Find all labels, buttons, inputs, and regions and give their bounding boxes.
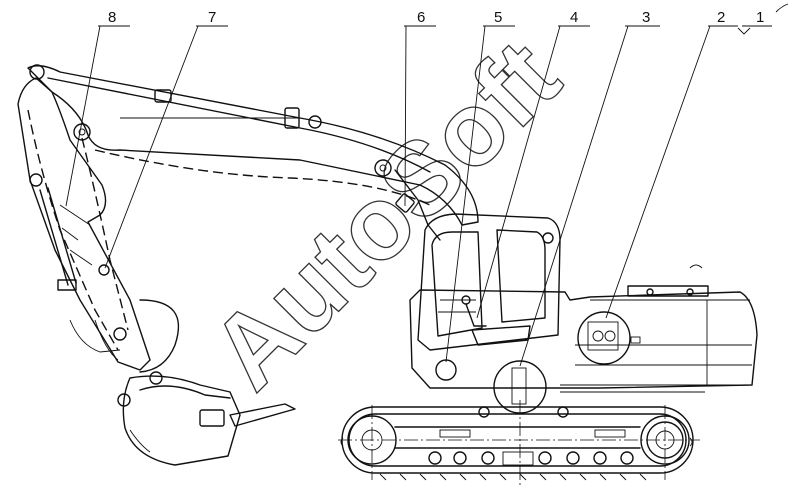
callout-8: 8 [108,9,116,26]
undercarriage [338,400,700,485]
callout-2: 2 [717,9,725,26]
upper-structure [409,264,758,393]
callout-1: 1 [756,9,764,26]
corner-mark [775,3,789,13]
callout-labels: 1 2 3 4 5 6 7 8 [108,9,764,26]
detail-markers [435,295,631,414]
operator-cab [417,213,561,351]
boom [27,64,479,241]
callout-3: 3 [642,9,650,26]
arm [17,77,180,373]
callout-4: 4 [570,9,578,26]
callout-6: 6 [417,9,425,26]
callout-7: 7 [208,9,216,26]
bucket [117,371,296,466]
callout-5: 5 [494,9,502,26]
leader-lines [65,25,772,367]
watermark: AutoSoft [189,19,581,411]
